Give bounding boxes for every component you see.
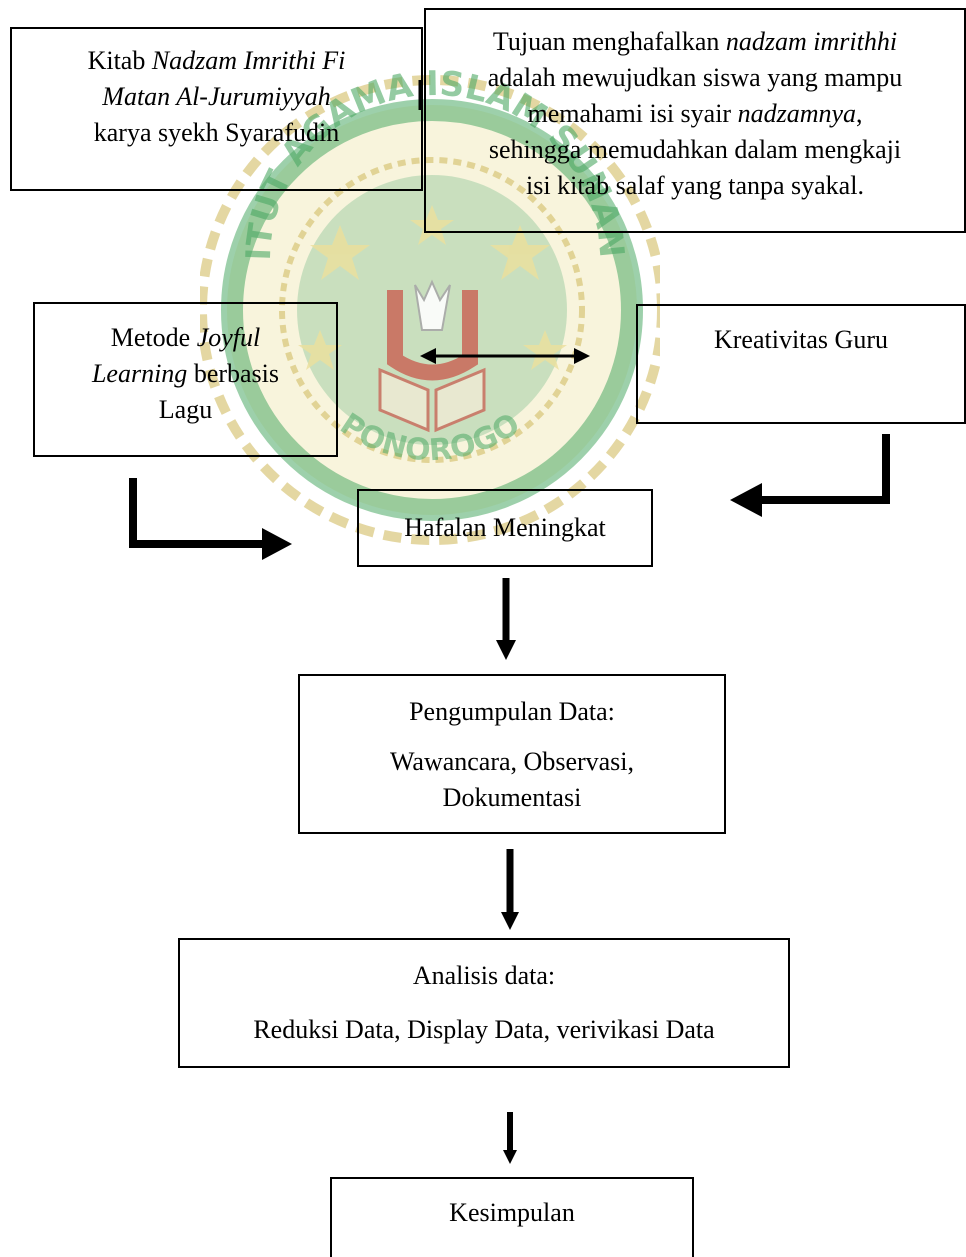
tujuan-line3-comma: , — [856, 99, 863, 128]
pengumpulan-line1: Wawancara, Observasi, — [389, 747, 635, 776]
kesimpulan-label: Kesimpulan — [449, 1198, 575, 1227]
metode-learning: Learning — [91, 359, 188, 388]
kitab-title-italic: Nadzam Imrithi Fi — [151, 46, 346, 75]
kreativitas-box: Kreativitas Guru — [636, 304, 966, 424]
analisis-line1: Reduksi Data, Display Data, verivikasi D… — [253, 1015, 715, 1044]
kreativitas-label: Kreativitas Guru — [713, 325, 888, 354]
metode-box: Metode Joyful Learning berbasis Lagu — [33, 302, 338, 457]
kitab-box: Kitab Nadzam Imrithi Fi Matan Al-Jurumiy… — [10, 27, 423, 191]
analisis-title: Analisis data: — [412, 961, 556, 990]
metode-joyful: Joyful — [196, 323, 261, 352]
tujuan-line1-italic: nadzam imrithhi — [725, 27, 898, 56]
pengumpulan-line2: Dokumentasi — [442, 783, 582, 812]
metode-line1: Metode — [110, 323, 197, 352]
pengumpulan-title: Pengumpulan Data: — [409, 697, 615, 726]
kesimpulan-box: Kesimpulan — [330, 1177, 694, 1257]
metode-to-hafalan-arrow — [129, 478, 292, 560]
metode-kreativitas-double-arrow — [420, 348, 590, 364]
metode-line2: berbasis — [187, 359, 280, 388]
tujuan-line2: adalah mewujudkan siswa yang mampu — [487, 63, 903, 92]
tujuan-line5: isi kitab salaf yang tanpa syakal. — [526, 171, 864, 200]
institution-logo-watermark: INSTITUT AGAMA ISLAM SUNAN GIRI PONOROGO — [200, 0, 660, 545]
tujuan-line3: memahami isi syair — [527, 99, 738, 128]
kitab-author: karya syekh Syarafudin — [93, 118, 340, 147]
tujuan-line3-italic: nadzamnya — [737, 99, 857, 128]
tujuan-box: Tujuan menghafalkan nadzam imrithhi adal… — [424, 8, 966, 233]
pengumpulan-to-analisis-arrow — [501, 849, 519, 930]
analisis-to-kesimpulan-arrow — [503, 1112, 517, 1164]
kreativitas-to-hafalan-arrow — [730, 434, 890, 517]
tujuan-line1: Tujuan menghafalkan — [492, 27, 726, 56]
hafalan-label: Hafalan Meningkat — [404, 513, 606, 542]
pengumpulan-box: Pengumpulan Data: Wawancara, Observasi, … — [298, 674, 726, 834]
analisis-box: Analisis data: Reduksi Data, Display Dat… — [178, 938, 790, 1068]
metode-line3: Lagu — [158, 395, 213, 424]
hafalan-to-pengumpulan-arrow — [496, 578, 516, 660]
kitab-title-italic-2: Matan Al-Jurumiyyah — [102, 82, 331, 111]
tujuan-line4: sehingga memudahkan dalam mengkaji — [488, 135, 902, 164]
kitab-text: Kitab — [87, 46, 152, 75]
hafalan-box: Hafalan Meningkat — [357, 489, 653, 567]
